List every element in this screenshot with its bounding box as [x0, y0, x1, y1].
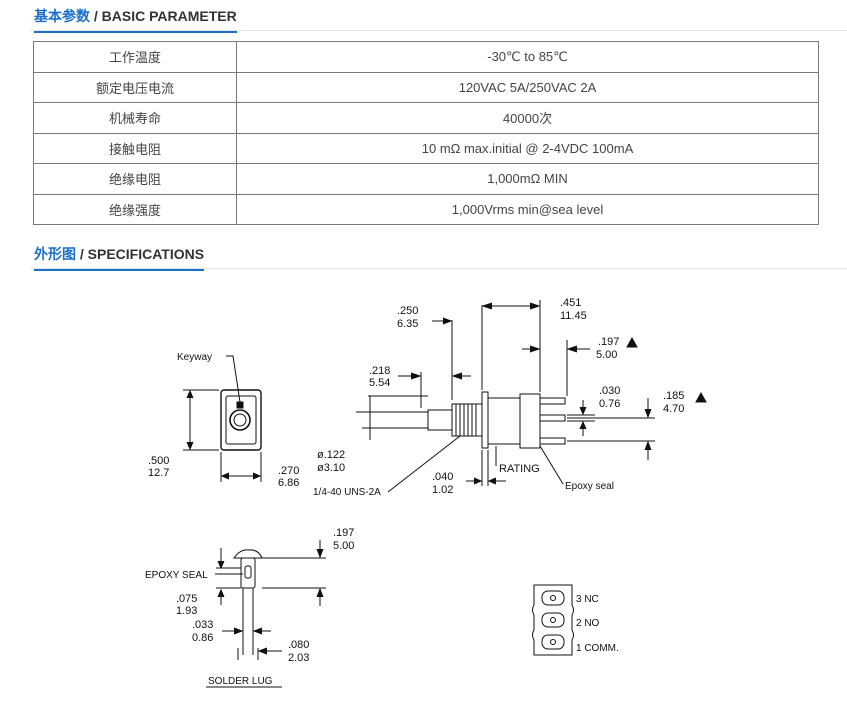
dim-label: .197 — [598, 336, 619, 348]
dim-label: .197 — [333, 527, 354, 539]
pin-label-comm: 1 COMM. — [576, 643, 619, 654]
param-value: 1,000Vrms min@sea level — [236, 193, 819, 225]
dim-label: .030 — [599, 385, 620, 397]
solder-lug-label: SOLDER LUG — [208, 676, 273, 687]
param-value: 40000次 — [236, 102, 819, 134]
dim-label: .033 — [192, 619, 213, 631]
basic-parameter-title: 基本参数 / BASIC PARAMETER — [34, 6, 237, 33]
dim-label: .218 — [369, 365, 390, 377]
pin-label-no: 2 NO — [576, 618, 600, 629]
dim-label: ø.122 — [317, 449, 345, 461]
dim-label: 12.7 — [148, 467, 169, 479]
specifications-header: 外形图 / SPECIFICATIONS — [30, 238, 847, 271]
param-label: 绝缘电阻 — [33, 163, 237, 195]
terminal-layout — [532, 584, 574, 656]
dim-label: .040 — [432, 471, 453, 483]
dim-label: 5.00 — [596, 349, 617, 361]
dim-label: 4.70 — [663, 403, 684, 415]
epoxy-seal-caps-label: EPOXY SEAL — [145, 570, 208, 581]
dim-label: .500 — [148, 455, 169, 467]
epoxy-seal-label: Epoxy seal — [565, 481, 614, 492]
table-row: 工作温度-30℃ to 85℃ — [33, 41, 819, 73]
pin-label-nc: 3 NC — [576, 594, 599, 605]
title-sep: / — [90, 8, 102, 24]
param-label: 机械寿命 — [33, 102, 237, 134]
param-label: 接触电阻 — [33, 132, 237, 164]
title-en: BASIC PARAMETER — [101, 8, 237, 24]
dim-label: 1.02 — [432, 484, 453, 496]
param-label: 额定电压电流 — [33, 71, 237, 103]
dim-label: 1.93 — [176, 605, 197, 617]
solder-lug-view — [206, 540, 326, 688]
dim-label: .270 — [278, 465, 299, 477]
dim-label: .451 — [560, 297, 581, 309]
specification-drawing: Keyway .500 12.7 .270 6.86 — [145, 297, 707, 688]
title-cn: 外形图 — [34, 246, 76, 262]
dim-label: 0.86 — [192, 632, 213, 644]
dim-label: 0.76 — [599, 398, 620, 410]
specifications-title: 外形图 / SPECIFICATIONS — [34, 244, 205, 271]
thread-label: 1/4-40 UNS-2A — [313, 487, 381, 498]
dim-label: 2.03 — [288, 652, 309, 664]
dim-label: .185 — [663, 390, 684, 402]
rating-label: RATING — [499, 463, 540, 475]
dim-label: 5.54 — [369, 377, 390, 389]
title-cn: 基本参数 — [34, 8, 90, 24]
dim-label: ø3.10 — [317, 462, 345, 474]
param-label: 工作温度 — [33, 41, 237, 73]
param-value: 10 mΩ max.initial @ 2-4VDC 100mA — [236, 132, 819, 164]
param-label: 绝缘强度 — [33, 193, 237, 225]
title-sep: / — [76, 246, 88, 262]
param-value: -30℃ to 85℃ — [236, 41, 819, 73]
dim-label: 6.86 — [278, 477, 299, 489]
dim-label: 5.00 — [333, 540, 354, 552]
front-view — [183, 355, 262, 482]
keyway-label: Keyway — [177, 352, 212, 363]
param-value: 1,000mΩ MIN — [236, 163, 819, 195]
title-en: SPECIFICATIONS — [87, 246, 205, 262]
basic-parameter-header: 基本参数 / BASIC PARAMETER — [30, 0, 847, 33]
dim-label: 11.45 — [560, 310, 587, 322]
dim-label: .250 — [397, 305, 418, 317]
dim-label: 6.35 — [397, 318, 418, 330]
dim-label: .080 — [288, 639, 309, 651]
param-value: 120VAC 5A/250VAC 2A — [236, 71, 819, 103]
side-view — [356, 300, 707, 493]
dim-label: .075 — [176, 593, 197, 605]
